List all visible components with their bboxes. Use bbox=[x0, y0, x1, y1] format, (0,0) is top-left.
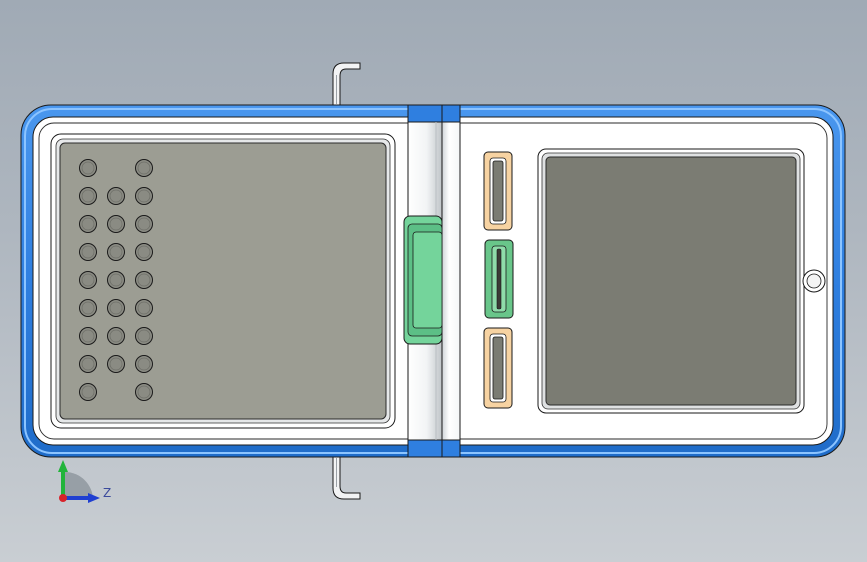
perforation-hole-rim bbox=[137, 357, 151, 371]
middle-slot[interactable] bbox=[484, 239, 514, 319]
triad-ghost-arc bbox=[65, 472, 93, 500]
perforation-hole-rim bbox=[137, 385, 151, 399]
perforation-hole-rim bbox=[137, 329, 151, 343]
green-latch-clip[interactable] bbox=[403, 215, 443, 345]
perforation-hole-rim bbox=[81, 273, 95, 287]
perforation-hole-rim bbox=[81, 329, 95, 343]
bottom-slot[interactable] bbox=[483, 327, 513, 409]
orientation-triad: Z bbox=[58, 460, 111, 503]
perforation-hole-rim bbox=[137, 217, 151, 231]
perforation-hole-rim bbox=[137, 161, 151, 175]
perforation-hole-rim bbox=[81, 161, 95, 175]
perforation-hole-rim bbox=[81, 357, 95, 371]
triad-origin bbox=[59, 494, 67, 502]
perforation-hole-rim bbox=[81, 301, 95, 315]
z-axis-label: Z bbox=[103, 486, 111, 500]
perforation-hole-rim bbox=[109, 357, 123, 371]
round-knob[interactable] bbox=[802, 269, 826, 293]
perforation-hole-rim bbox=[137, 189, 151, 203]
perforation-hole-rim bbox=[109, 217, 123, 231]
bottom-hook[interactable] bbox=[332, 456, 361, 500]
perforation-hole-rim bbox=[109, 273, 123, 287]
perforation-hole-rim bbox=[109, 329, 123, 343]
perforation-hole-rim bbox=[137, 245, 151, 259]
right-panel[interactable] bbox=[537, 148, 805, 414]
perforation-hole-rim bbox=[137, 301, 151, 315]
perforation-hole-rim bbox=[81, 189, 95, 203]
perforation-hole-rim bbox=[109, 245, 123, 259]
perforation-grid bbox=[79, 159, 153, 401]
perforation-hole-rim bbox=[137, 273, 151, 287]
left-panel[interactable] bbox=[50, 133, 396, 429]
perforation-hole-rim bbox=[109, 301, 123, 315]
perforation-hole-rim bbox=[81, 245, 95, 259]
top-hook[interactable] bbox=[332, 62, 361, 106]
perforation-hole-rim bbox=[81, 217, 95, 231]
perforation-hole-rim bbox=[81, 385, 95, 399]
top-slot[interactable] bbox=[483, 151, 513, 231]
perforation-hole-rim bbox=[109, 189, 123, 203]
